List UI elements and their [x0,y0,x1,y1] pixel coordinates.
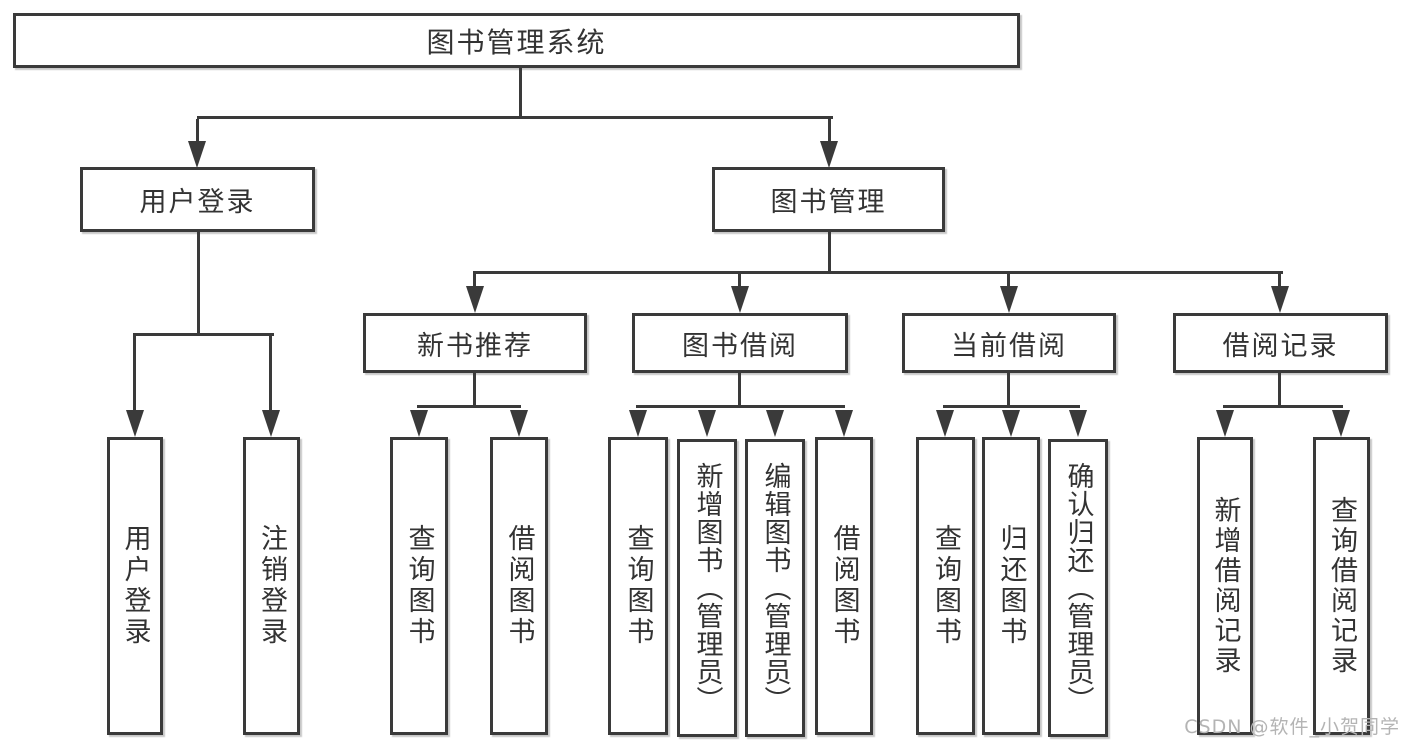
connector-line [473,373,476,408]
leaf-edit-book-admin: 编辑图书（管理员） [745,439,805,737]
connector-line [738,274,741,288]
connector-line [133,336,136,412]
leaf-borrow-books-2: 借阅图书 [815,437,873,735]
connector-line [1007,274,1010,288]
leaf-label: 借阅图书 [503,524,535,648]
node-borrow-records: 借阅记录 [1173,313,1388,373]
leaf-query-books-3: 查询图书 [916,437,975,735]
connector-line [943,405,1080,408]
connector-line [1223,405,1343,408]
arrow-down-icon [1069,410,1087,437]
arrow-down-icon [410,410,428,437]
leaf-return-book: 归还图书 [982,437,1040,735]
arrow-down-icon [466,286,484,313]
leaf-add-borrow-record: 新增借阅记录 [1197,437,1253,735]
leaf-label: 查询图书 [930,524,961,648]
leaf-borrow-books-1: 借阅图书 [490,437,548,735]
leaf-label: 编辑图书（管理员） [759,462,791,714]
node-library-system: 图书管理系统 [13,13,1020,68]
connector-line [738,373,741,408]
leaf-logout: 注销登录 [243,437,300,735]
leaf-query-books-2: 查询图书 [608,437,668,735]
connector-line [1278,373,1281,408]
arrow-down-icon [510,410,528,437]
leaf-label: 新增借阅记录 [1209,496,1241,676]
leaf-label: 查询图书 [403,524,435,648]
connector-line [133,333,274,336]
leaf-label: 注销登录 [256,524,287,648]
connector-line [828,232,831,274]
arrow-down-icon [1332,410,1350,437]
watermark: CSDN @软件_小贺同学 [1184,716,1400,738]
arrow-down-icon [835,410,853,437]
connector-line [519,68,522,119]
leaf-user-login: 用户登录 [107,437,163,735]
leaf-query-borrow-record: 查询借阅记录 [1313,437,1370,735]
leaf-label: 借阅图书 [828,524,860,648]
node-current-borrow: 当前借阅 [902,313,1116,373]
leaf-confirm-return-admin: 确认归还（管理员） [1048,439,1108,737]
leaf-label: 用户登录 [119,524,151,648]
arrow-down-icon [629,410,647,437]
node-user-login: 用户登录 [80,167,315,232]
connector-line [269,336,272,412]
node-new-book-recommend: 新书推荐 [363,313,587,373]
connector-line [197,116,833,119]
leaf-query-books-1: 查询图书 [390,437,448,735]
arrow-down-icon [936,410,954,437]
arrow-down-icon [731,286,749,313]
leaf-label: 查询借阅记录 [1326,496,1357,676]
node-book-borrow: 图书借阅 [632,313,848,373]
leaf-label: 确认归还（管理员） [1062,462,1094,714]
connector-line [196,119,199,144]
connector-line [197,232,200,336]
leaf-label: 新增图书（管理员） [691,462,723,714]
arrow-down-icon [1002,410,1020,437]
leaf-label: 归还图书 [995,524,1027,648]
arrow-down-icon [1216,410,1234,437]
leaf-label: 查询图书 [622,524,654,648]
arrow-down-icon [188,141,206,168]
arrow-down-icon [1271,286,1289,313]
arrow-down-icon [698,410,716,437]
connector-line [473,274,476,288]
connector-line [473,271,1283,274]
arrow-down-icon [262,410,280,437]
connector-line [1007,373,1010,408]
arrow-down-icon [766,410,784,437]
node-book-management: 图书管理 [712,167,945,232]
connector-line [1278,274,1281,288]
connector-line [417,405,521,408]
arrow-down-icon [820,141,838,168]
arrow-down-icon [126,410,144,437]
leaf-add-book-admin: 新增图书（管理员） [677,439,737,737]
connector-line [828,119,831,144]
connector-line [636,405,845,408]
arrow-down-icon [1000,286,1018,313]
